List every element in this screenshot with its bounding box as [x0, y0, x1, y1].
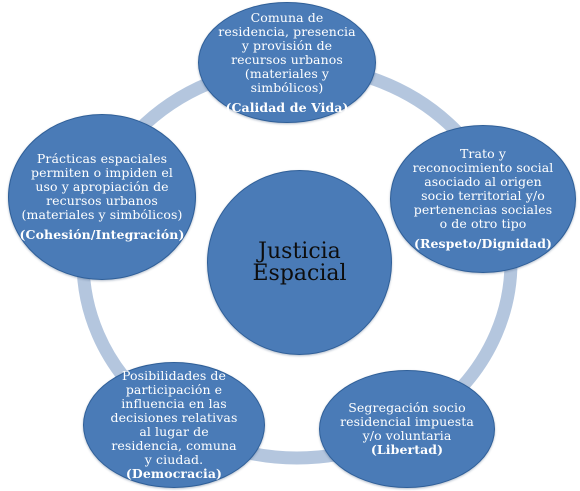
node-label: (Democracia)	[125, 466, 223, 481]
center-circle: Justicia Espacial	[207, 170, 392, 355]
node-label: (Cohesión/Integración)	[19, 227, 185, 242]
node-cohesion-integracion: Prácticas espaciales permiten o impiden …	[8, 114, 196, 280]
node-text: Prácticas espaciales permiten o impiden …	[21, 151, 183, 222]
node-respeto-dignidad: Trato y reconocimiento social asociado a…	[390, 125, 576, 273]
node-label: (Respeto/Dignidad)	[413, 236, 553, 251]
node-label: (Calidad de Vida)	[225, 99, 349, 115]
node-calidad-de-vida: Comuna de residencia, presencia y provis…	[198, 2, 376, 123]
node-libertad: Segregación socio residencial impuesta y…	[319, 370, 495, 488]
node-democracia: Posibilidades de participación e influen…	[83, 362, 265, 488]
center-title-line2: Espacial	[252, 260, 347, 286]
node-text: Trato y reconocimiento social asociado a…	[412, 146, 554, 231]
center-title: Justicia Espacial	[252, 238, 347, 286]
node-label: (Libertad)	[370, 442, 444, 457]
node-text: Comuna de residencia, presencia y provis…	[218, 9, 356, 95]
center-title-line1: Justicia	[258, 238, 341, 264]
node-text: Segregación socio residencial impuesta y…	[340, 400, 474, 443]
node-text: Posibilidades de participación e influen…	[110, 368, 238, 467]
